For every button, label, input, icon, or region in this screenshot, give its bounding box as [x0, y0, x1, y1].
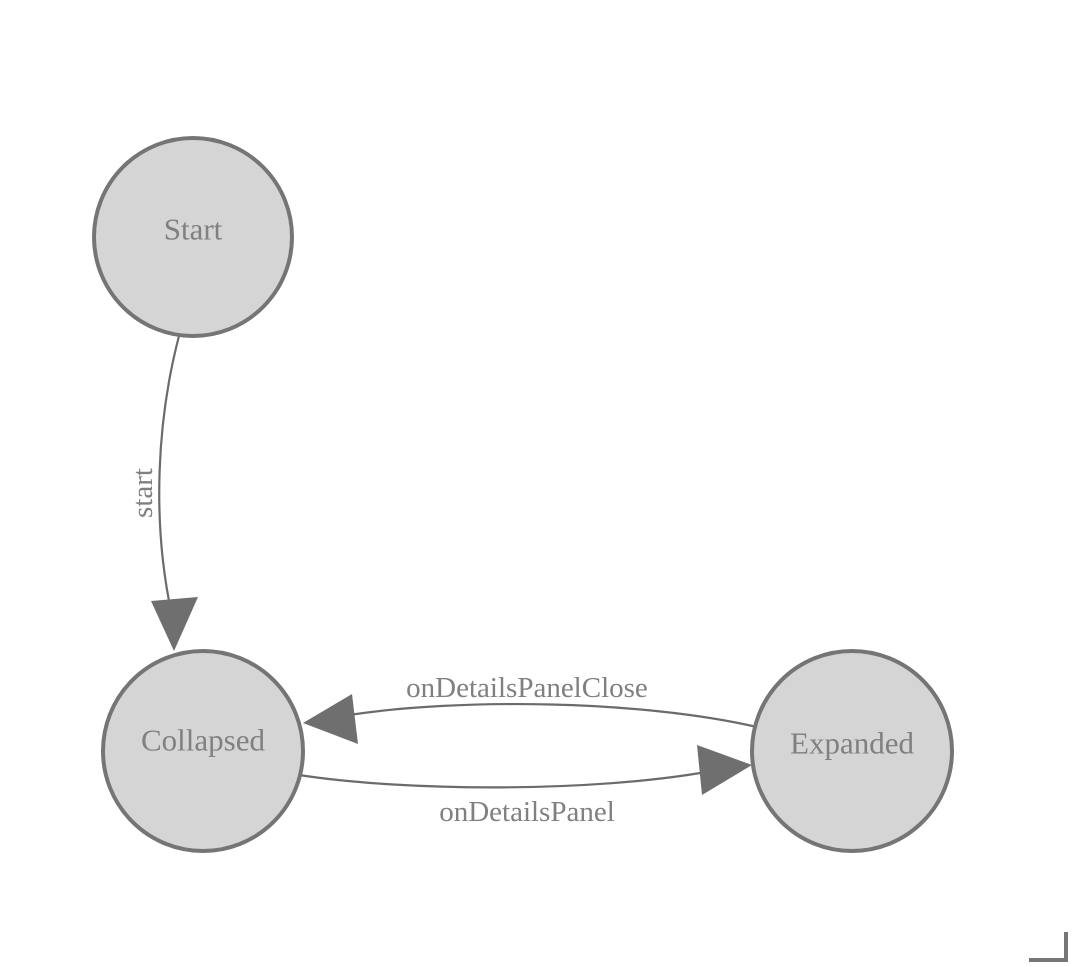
edge-label-start: start	[127, 468, 159, 518]
edge-label-on-details-panel-close: onDetailsPanelClose	[406, 672, 648, 704]
corner-marker-vertical	[1064, 932, 1068, 962]
edge-expanded-to-collapsed[interactable]	[303, 694, 758, 744]
node-collapsed-label: Collapsed	[141, 723, 265, 758]
corner-marker-horizontal	[1029, 958, 1068, 962]
node-collapsed[interactable]: Collapsed	[101, 649, 305, 853]
arrowhead-down-into-collapsed	[151, 597, 198, 651]
corner-marker	[1029, 932, 1068, 962]
edge-path-collapsed-to-expanded	[298, 770, 707, 789]
node-expanded-label: Expanded	[790, 726, 914, 761]
node-expanded[interactable]: Expanded	[750, 649, 954, 853]
edge-label-on-details-panel: onDetailsPanel	[439, 796, 615, 828]
edge-start-to-collapsed[interactable]	[151, 335, 198, 651]
node-start-label: Start	[164, 212, 223, 247]
arrowhead-left-into-collapsed	[303, 694, 358, 744]
node-start-circle	[92, 136, 294, 338]
node-expanded-circle	[750, 649, 954, 853]
edge-path-expanded-to-collapsed	[348, 702, 758, 729]
node-start[interactable]: Start	[92, 136, 294, 338]
arrowhead-right-into-expanded	[697, 745, 752, 795]
edge-path-start-to-collapsed	[158, 335, 181, 612]
edge-collapsed-to-expanded[interactable]	[298, 745, 752, 795]
node-collapsed-circle	[101, 649, 305, 853]
